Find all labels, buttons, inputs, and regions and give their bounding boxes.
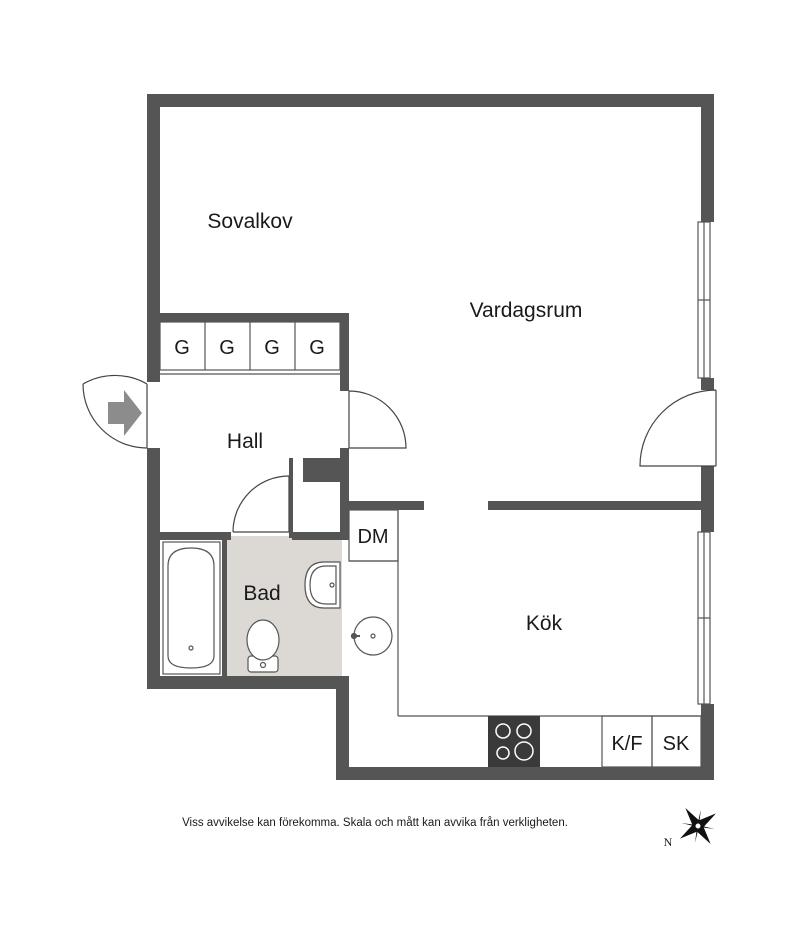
room-label-kok: Kök (526, 612, 563, 635)
room-label-sovalkov: Sovalkov (207, 210, 293, 233)
wardrobe-label: G (309, 337, 325, 359)
fridge-freezer-label: K/F (611, 733, 642, 755)
bathroom-sink (304, 561, 341, 609)
wardrobe-label: G (264, 337, 280, 359)
room-label-hall: Hall (227, 430, 263, 453)
toilet (246, 619, 280, 673)
cabinet-label: SK (663, 733, 690, 755)
wardrobe-label: G (219, 337, 235, 359)
compass-north-label: N (664, 835, 673, 849)
stove-icon (488, 716, 540, 767)
compass-icon (679, 807, 717, 845)
kitchen-counters (348, 509, 702, 768)
entrance-arrow-icon (108, 390, 142, 436)
room-label-vardagsrum: Vardagsrum (470, 299, 583, 322)
windows (697, 221, 711, 705)
interior-walls (147, 313, 702, 678)
doors (82, 374, 717, 533)
wardrobe-label: G (174, 337, 190, 359)
room-label-bad: Bad (243, 582, 280, 605)
wardrobe (159, 321, 341, 375)
bathtub (162, 541, 221, 675)
dishwasher-label: DM (357, 526, 388, 548)
exterior-walls (147, 94, 714, 780)
disclaimer-text: Viss avvikelse kan förekomma. Skala och … (182, 817, 568, 829)
kitchen-sink (350, 616, 393, 656)
